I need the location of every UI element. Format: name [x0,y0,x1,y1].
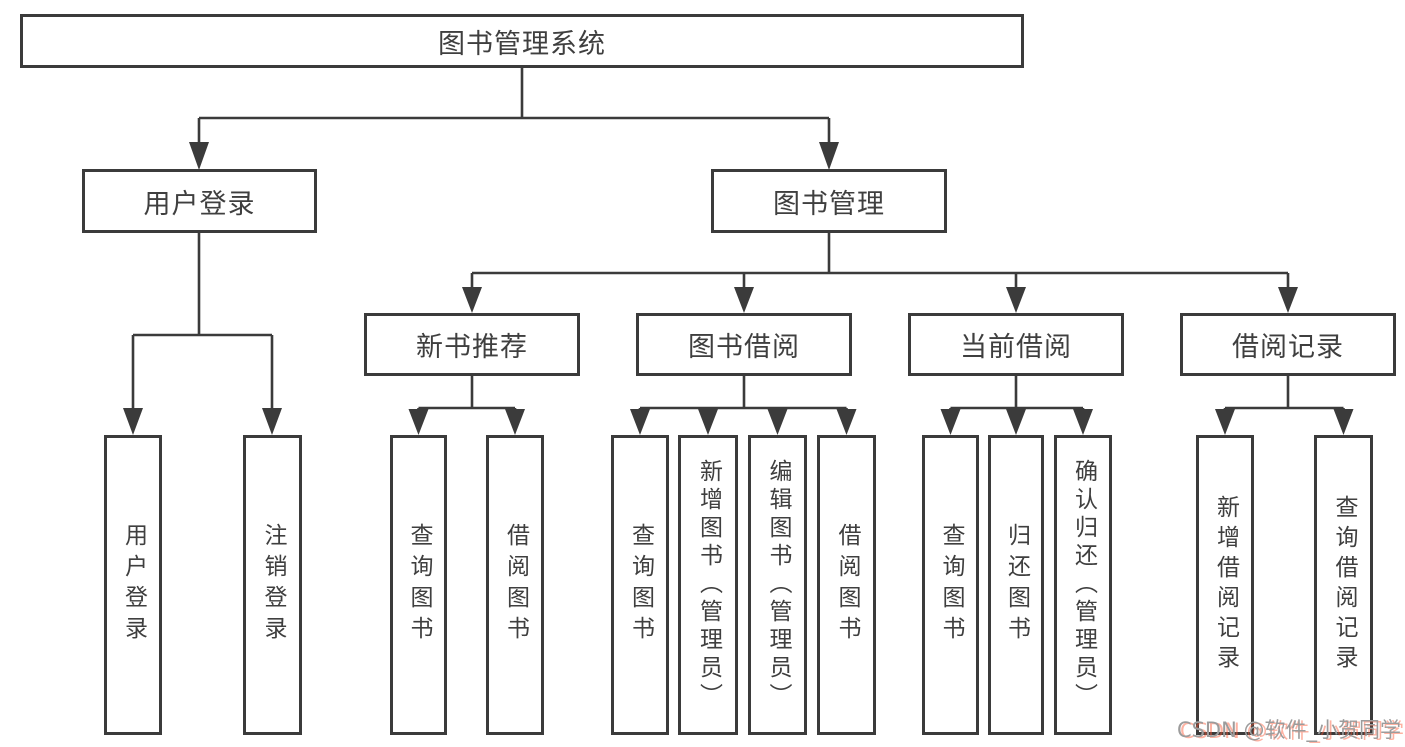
leaf-borrow-books-borrowing-label: 借阅图书 [834,523,860,647]
connector-borrow-records [1223,376,1345,413]
node-root: 图书管理系统 [20,14,1024,68]
leaf-borrow-books-recommend: 借阅图书 [486,435,544,735]
connector-book-borrowing [638,376,848,413]
node-user-login: 用户登录 [82,169,317,233]
leaf-add-book-admin: 新增图书（管理员） [678,435,738,735]
leaf-user-login: 用户登录 [104,435,162,735]
connector-user-login [131,233,274,410]
node-new-book-recommend-label: 新书推荐 [416,332,528,363]
arrowheads-new-book-recommend [408,409,525,435]
leaf-add-borrow-record-label: 新增借阅记录 [1212,495,1239,675]
csdn-watermark: CSDN @软件_小贺同学 [1176,718,1401,742]
connector-root [197,68,831,145]
node-book-management: 图书管理 [711,169,947,233]
leaf-confirm-return-admin-label: 确认归还（管理员） [1070,459,1097,711]
leaf-edit-book-admin: 编辑图书（管理员） [748,435,807,735]
leaf-query-books-current: 查询图书 [922,435,979,735]
node-current-borrowing-label: 当前借阅 [960,332,1072,363]
node-book-borrowing: 图书借阅 [636,313,852,376]
leaf-borrow-books-borrowing: 借阅图书 [817,435,876,735]
arrowheads-borrow-records [1215,409,1354,435]
leaf-query-books-recommend: 查询图书 [390,435,447,735]
node-new-book-recommend: 新书推荐 [364,313,580,376]
leaf-borrow-books-recommend-label: 借阅图书 [502,523,529,647]
leaf-logout: 注销登录 [243,435,302,735]
leaf-query-books-borrowing: 查询图书 [611,435,669,735]
arrowheads-book-management [462,287,1298,313]
leaf-query-borrow-record: 查询借阅记录 [1314,435,1373,735]
connector-current-borrowing [949,376,1085,413]
leaf-add-borrow-record: 新增借阅记录 [1196,435,1254,735]
arrowheads-current-borrowing [940,409,1093,435]
connector-book-management [470,233,1290,289]
arrowheads-user-login [123,408,282,435]
node-user-login-label: 用户登录 [143,188,256,220]
leaf-edit-book-admin-label: 编辑图书（管理员） [765,459,791,711]
arrowheads-book-borrowing [630,409,857,435]
node-book-borrowing-label: 图书借阅 [688,332,800,363]
leaf-confirm-return-admin: 确认归还（管理员） [1054,435,1112,735]
leaf-query-books-current-label: 查询图书 [938,523,964,647]
leaf-add-book-admin-label: 新增图书（管理员） [695,459,722,711]
node-current-borrowing: 当前借阅 [908,313,1124,376]
node-book-management-label: 图书管理 [773,188,885,220]
node-root-label: 图书管理系统 [438,28,606,60]
leaf-query-books-recommend-label: 查询图书 [406,523,432,647]
leaf-user-login-label: 用户登录 [120,523,147,647]
leaf-query-borrow-record-label: 查询借阅记录 [1331,495,1357,675]
leaf-logout-label: 注销登录 [260,523,286,647]
leaf-return-book-label: 归还图书 [1003,523,1030,647]
connector-new-book-recommend [417,376,517,413]
node-borrow-records: 借阅记录 [1180,313,1396,376]
arrowheads-root [189,142,839,170]
leaf-query-books-borrowing-label: 查询图书 [627,523,654,647]
node-borrow-records-label: 借阅记录 [1232,332,1344,363]
leaf-return-book: 归还图书 [988,435,1044,735]
